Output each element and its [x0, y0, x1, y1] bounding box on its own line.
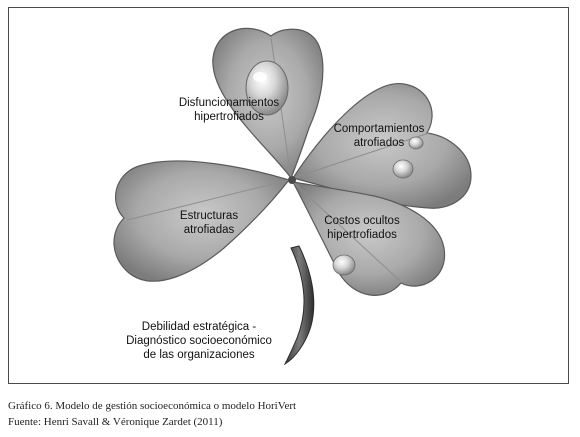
water-drop-small — [332, 254, 356, 276]
leaf-label-right: Comportamientos atrofiados — [314, 122, 444, 150]
leaf-label-line: Estructuras — [179, 210, 239, 222]
figure-caption: Gráfico 6. Modelo de gestión socioeconóm… — [8, 400, 297, 412]
figure-source: Fuente: Henri Savall & Véronique Zardet … — [8, 416, 223, 428]
stem-label: Debilidad estratégica - Diagnóstico soci… — [114, 320, 284, 362]
four-leaf-clover-illustration — [113, 27, 472, 366]
clover-center — [288, 176, 296, 184]
water-drop-large — [245, 60, 289, 116]
leaf-label-line: Costos ocultos — [324, 215, 400, 227]
leaf-label-line: atrofiadas — [183, 224, 235, 236]
figure-frame: Disfuncionamientos hipertrofiados Compor… — [8, 7, 569, 384]
leaf-bottom — [291, 181, 446, 296]
water-drop-small — [392, 159, 414, 179]
leaf-label-line: hipertrofiados — [327, 229, 397, 241]
leaf-label-line: Comportamientos — [333, 123, 425, 135]
leaf-label-bottom: Costos ocultos hipertrofiados — [307, 214, 417, 242]
water-drop-small — [408, 136, 424, 150]
leaf-label-line: Disfuncionamientos — [178, 97, 280, 109]
stem-label-line: Debilidad estratégica - — [141, 321, 257, 333]
stem-label-line: Diagnóstico socioeconómico — [126, 335, 272, 347]
leaf-label-line: hipertrofiados — [194, 111, 264, 123]
clover-stem — [283, 245, 315, 366]
leaf-label-left: Estructuras atrofiadas — [159, 209, 259, 237]
leaf-label-line: atrofiados — [353, 137, 405, 149]
leaf-label-top: Disfuncionamientos hipertrofiados — [164, 96, 294, 124]
leaf-left — [113, 160, 291, 282]
stem-label-line: de las organizaciones — [143, 349, 255, 361]
